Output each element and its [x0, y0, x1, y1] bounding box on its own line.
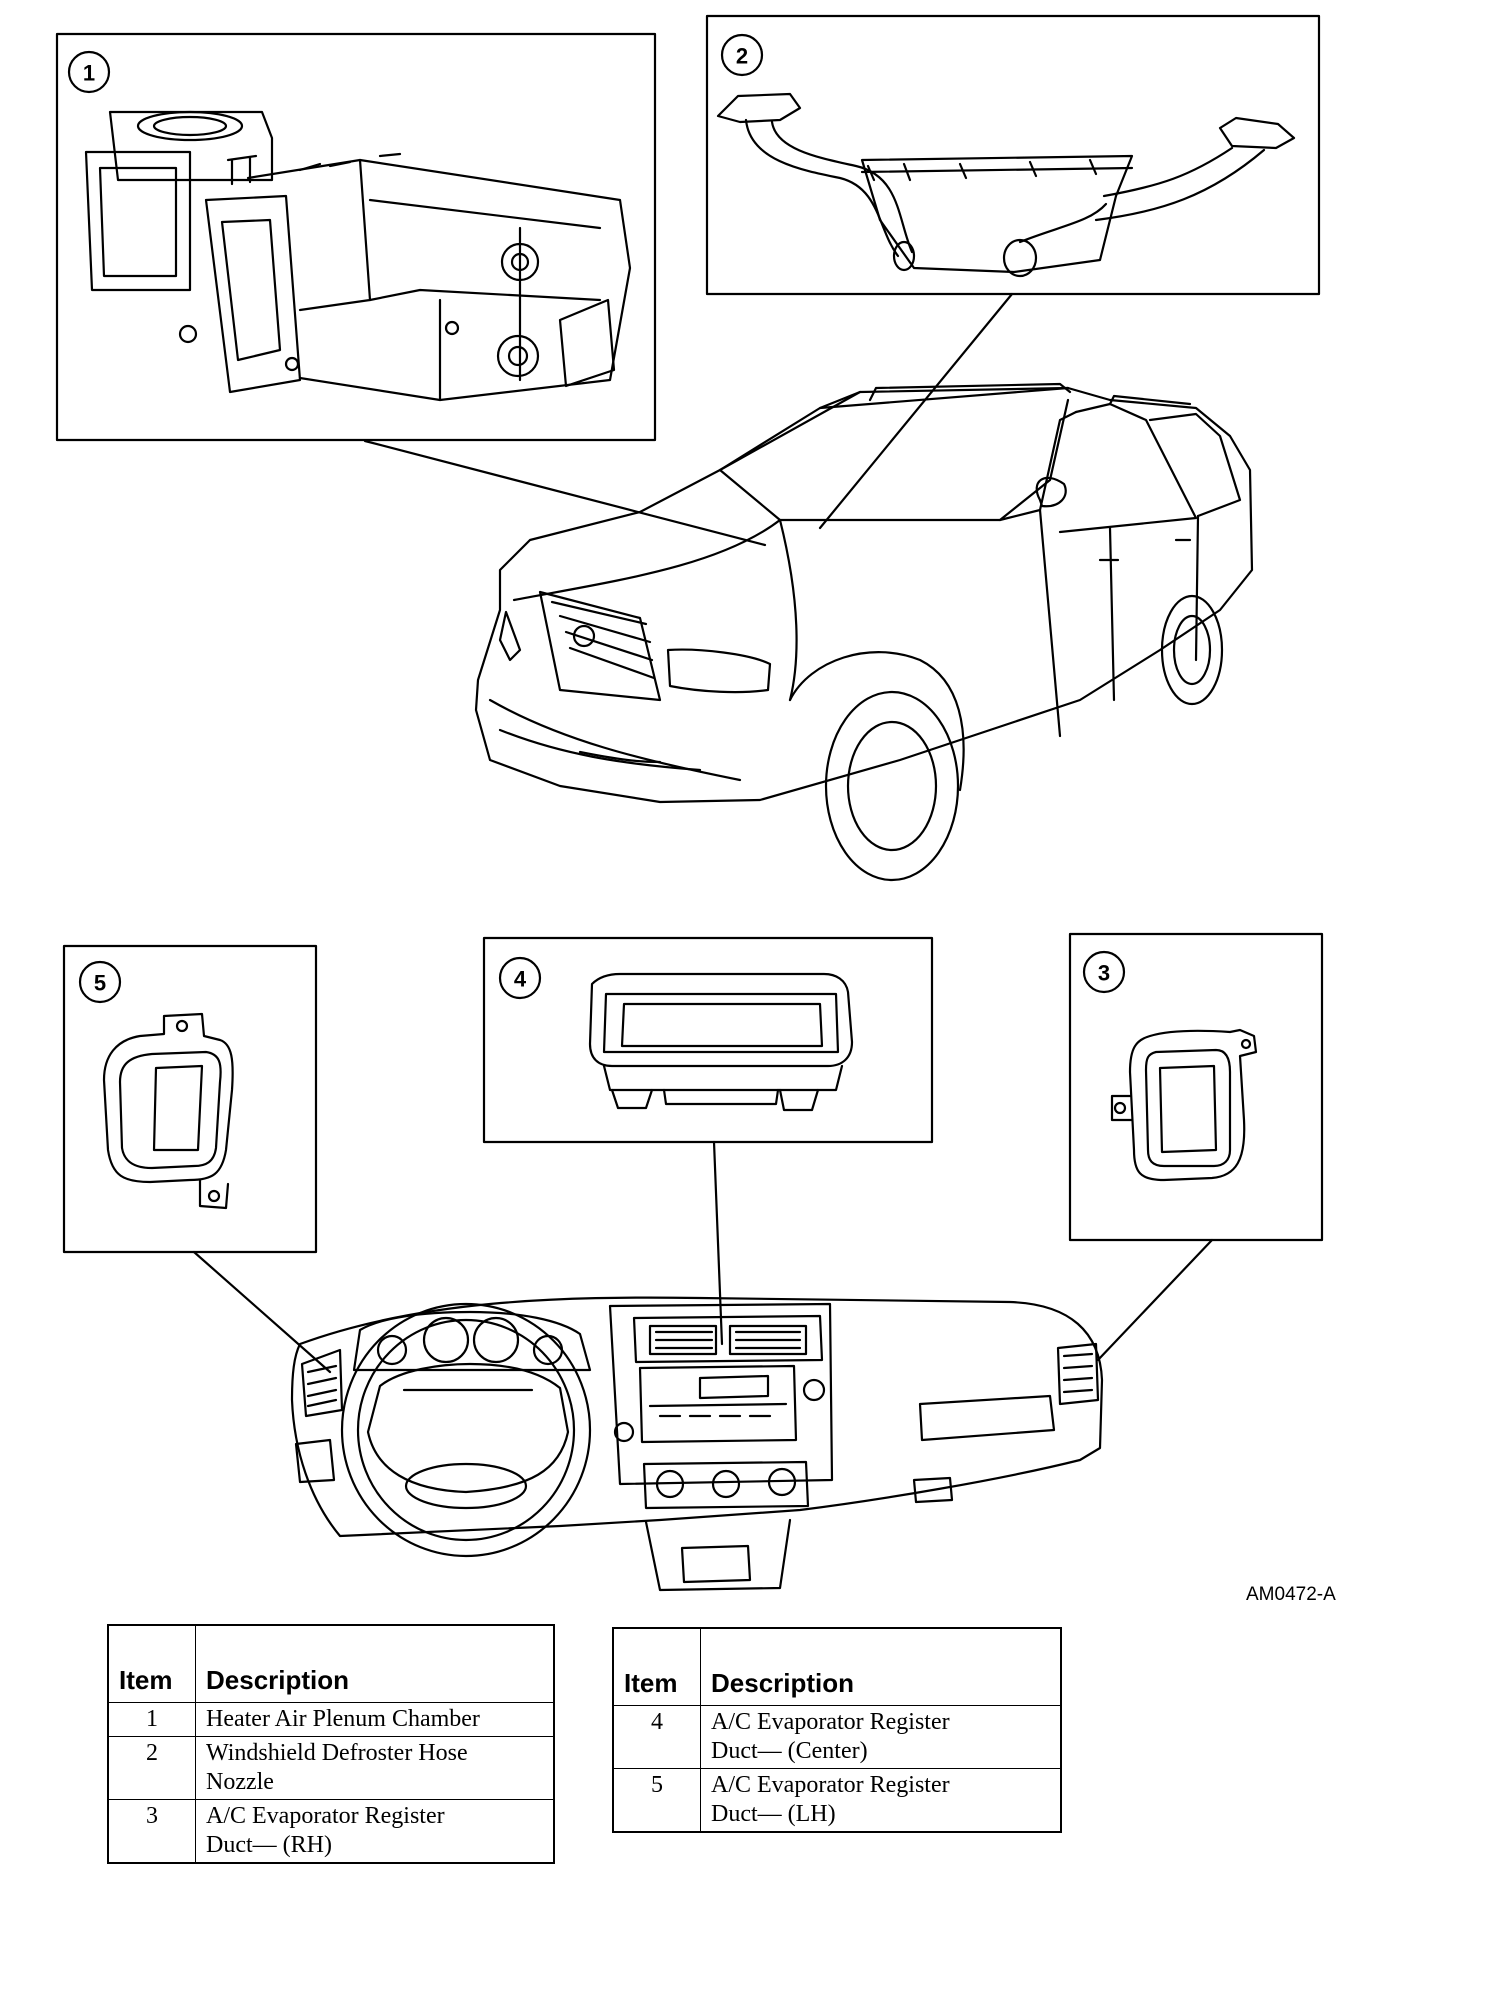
item-description: Heater Air Plenum Chamber: [195, 1702, 555, 1737]
headlight: [666, 648, 772, 694]
climate-controls: [642, 1460, 810, 1510]
description-line: Duct— (LH): [711, 1801, 836, 1827]
description-line: Heater Air Plenum Chamber: [206, 1706, 480, 1732]
instrument-cluster: [352, 1310, 592, 1372]
leader-line-3: [1096, 1238, 1214, 1362]
legend-header-row: Item Description: [612, 1627, 1062, 1706]
front-wheel: [824, 690, 960, 882]
defroster-nozzle-illustration: [716, 92, 1296, 278]
panel-4-center-register: [482, 936, 934, 1144]
side-mirror: [1035, 476, 1067, 508]
center-stack: [608, 1302, 834, 1486]
callout-circle-2: [720, 33, 764, 77]
callout-circle-4: [498, 956, 542, 1000]
center-register-illustration: [588, 972, 854, 1112]
legend-table-1: Item Description 1 Heater Air Plenum Cha…: [107, 1624, 555, 1864]
item-header: Item: [612, 1627, 701, 1706]
callout-label-2: 2: [736, 44, 748, 69]
figure-code: AM0472-A: [1246, 1584, 1336, 1605]
callout-label-4: 4: [514, 967, 527, 992]
callout-label-1: 1: [83, 61, 95, 86]
rh-register-illustration: [1110, 1028, 1258, 1182]
legend-header-row: Item Description: [107, 1624, 555, 1703]
rear-wheel: [1160, 594, 1224, 706]
leader-line-2: [818, 292, 1014, 530]
item-number: 5: [612, 1768, 701, 1833]
item-header: Item: [107, 1624, 196, 1703]
leader-line-4: [712, 1140, 724, 1346]
description-line: Nozzle: [206, 1769, 274, 1795]
item-number: 1: [107, 1702, 196, 1737]
center-dash-vents: [632, 1314, 824, 1364]
legend-table-2: Item Description 4 A/C Evaporator Regist…: [612, 1627, 1062, 1833]
panel-2-defroster-nozzle: [705, 14, 1321, 296]
leader-line-1: [363, 439, 767, 547]
lh-dash-vent: [300, 1348, 344, 1418]
description-line: Windshield Defroster Hose: [206, 1740, 468, 1766]
description-header: Description: [195, 1624, 555, 1703]
callout-circle-5: [78, 960, 122, 1004]
grille: [538, 590, 662, 702]
description-line: A/C Evaporator Register: [711, 1772, 950, 1798]
panel-5-lh-register: [62, 944, 318, 1254]
item-number: 3: [107, 1799, 196, 1864]
vehicle-illustration: [474, 382, 1254, 882]
rh-dash-vent: [1056, 1342, 1100, 1406]
steering-wheel: [340, 1302, 592, 1558]
description-line: Duct— (RH): [206, 1832, 332, 1858]
heater-plenum-illustration: [84, 110, 632, 402]
description-line: Duct— (Center): [711, 1738, 868, 1764]
description-line: A/C Evaporator Register: [711, 1709, 950, 1735]
panel-3-rh-register: [1068, 932, 1324, 1242]
glovebox: [918, 1394, 1056, 1442]
console: [644, 1518, 792, 1592]
dashboard-illustration: [290, 1296, 1104, 1592]
panel-1-heater-plenum: [55, 32, 657, 442]
callout-label-5: 5: [94, 971, 106, 996]
callout-label-3: 3: [1098, 961, 1110, 986]
callout-circle-1: [67, 50, 111, 94]
description-header: Description: [700, 1627, 1062, 1706]
description-line: A/C Evaporator Register: [206, 1803, 445, 1829]
leader-line-5: [192, 1250, 332, 1374]
callout-circle-3: [1082, 950, 1126, 994]
radio-unit: [638, 1364, 798, 1444]
legend-row: 1 Heater Air Plenum Chamber: [107, 1702, 555, 1737]
lh-register-illustration: [102, 1012, 234, 1210]
item-number: 4: [612, 1705, 701, 1769]
item-number: 2: [107, 1736, 196, 1800]
